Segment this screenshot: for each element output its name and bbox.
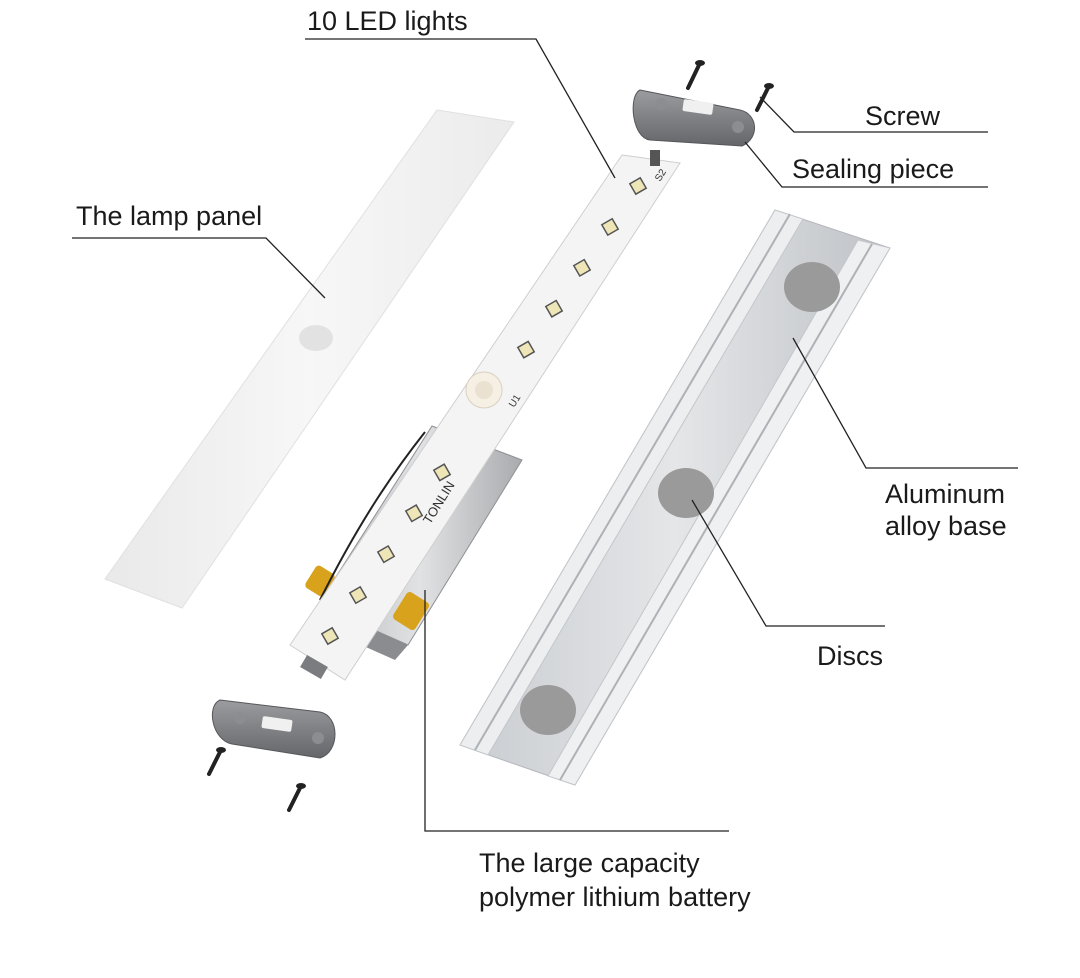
cap-screw-hole — [732, 121, 744, 133]
leader-line-led-lights — [305, 38, 616, 179]
sealing-piece-top — [632, 89, 755, 147]
leader-line-lamp-panel — [72, 237, 326, 299]
motion-sensor-lens — [475, 381, 493, 399]
led-chip — [348, 585, 368, 605]
label-aluminum-line1: Aluminum — [885, 479, 1006, 509]
cap-screw-hole — [312, 732, 324, 744]
label-lamp-panel: The lamp panel — [76, 201, 263, 231]
cap-port-opening — [682, 99, 714, 115]
led-chip — [600, 217, 620, 237]
aluminum-alloy-base — [459, 209, 891, 786]
led-chip — [376, 544, 396, 564]
usb-port — [300, 654, 328, 680]
leader-lines — [72, 38, 1018, 832]
label-aluminum-line2: alloy base — [885, 511, 1007, 541]
label-led-lights: 10 LED lights — [307, 6, 468, 36]
disc — [784, 262, 840, 312]
disc — [520, 685, 576, 735]
led-chip — [572, 258, 592, 278]
sealing-piece-bottom — [211, 699, 336, 759]
leader-line-discs — [691, 499, 885, 627]
led-chip — [432, 463, 452, 482]
label-battery-line1: The large capacity — [479, 848, 700, 878]
label-screw: Screw — [865, 101, 941, 131]
leader-line-aluminum-base — [792, 337, 1018, 469]
screw-top-right — [755, 83, 774, 112]
battery-tape — [393, 592, 429, 630]
battery-tape — [305, 565, 335, 597]
led-chip — [404, 504, 424, 523]
screw-top-left — [686, 60, 705, 90]
leader-line-screw — [759, 96, 988, 133]
cap-port-opening — [261, 716, 293, 732]
disc — [658, 468, 714, 518]
cap-screw-hole — [655, 98, 667, 110]
leader-line-battery — [424, 590, 729, 832]
pcb-switch — [650, 150, 660, 166]
led-chip — [544, 299, 564, 318]
lamp-panel — [104, 109, 515, 609]
screw-bottom-left — [207, 747, 226, 776]
sensor-window — [299, 325, 333, 351]
label-sealing-piece: Sealing piece — [792, 154, 955, 184]
cap-screw-hole — [234, 712, 246, 724]
screw-bottom-right — [287, 783, 306, 812]
led-chip — [628, 176, 648, 196]
led-group — [320, 176, 648, 646]
leader-line-sealing-piece — [744, 141, 988, 188]
led-chip — [320, 626, 340, 646]
battery-wire — [319, 431, 426, 601]
led-chip — [516, 340, 536, 359]
label-battery-line2: polymer lithium battery — [479, 882, 751, 912]
label-discs: Discs — [817, 641, 883, 671]
